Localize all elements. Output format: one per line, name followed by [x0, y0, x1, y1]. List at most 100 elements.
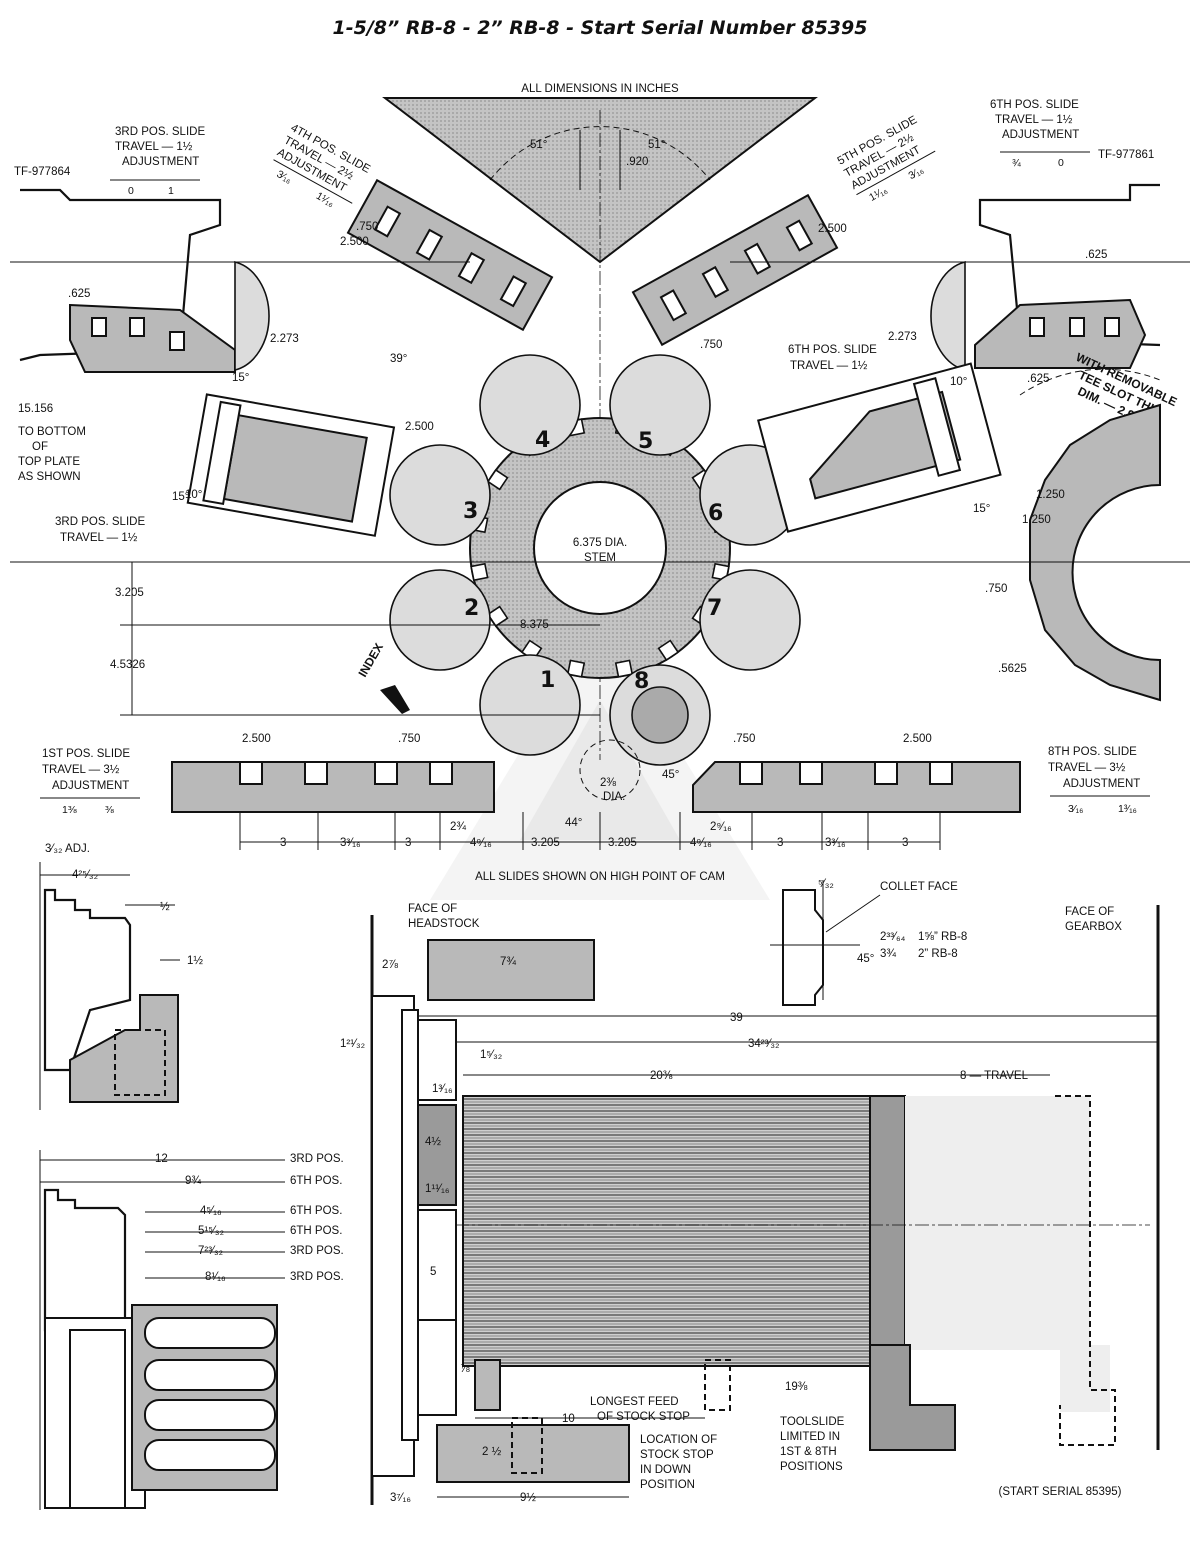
dim-2500-1st: 2.500: [242, 733, 271, 745]
svg-text:4⁹⁄₁₆: 4⁹⁄₁₆: [690, 837, 712, 849]
svg-text:6TH POS.: 6TH POS.: [290, 1205, 342, 1217]
dim-2273-6th: 2.273: [888, 331, 917, 343]
turret-tee-slot: [486, 605, 509, 628]
dim-1250-a: 1.250: [1036, 489, 1065, 501]
svg-text:1ST POS. SLIDE: 1ST POS. SLIDE: [42, 748, 130, 760]
svg-text:3¾: 3¾: [880, 948, 896, 960]
angle-51-left: 51°: [530, 139, 547, 151]
svg-text:3RD POS.: 3RD POS.: [290, 1271, 344, 1283]
svg-text:GEARBOX: GEARBOX: [1065, 921, 1122, 933]
svg-text:4⁵⁄₁₆: 4⁵⁄₁₆: [200, 1205, 222, 1217]
index-label: INDEX: [355, 641, 385, 680]
angle-10-left: 10°: [185, 489, 202, 501]
turret-tee-slot: [470, 562, 489, 582]
right-turret-partial: 1.250 1.250 .750 .5625: [985, 368, 1161, 702]
svg-text:1³⁄₁₆: 1³⁄₁₆: [1118, 803, 1137, 815]
svg-text:FACE OF: FACE OF: [1065, 906, 1114, 918]
dim-2500-8th: 2.500: [903, 733, 932, 745]
spindle-num-1: 1: [540, 668, 555, 693]
angle-15-left: 15°: [172, 491, 189, 503]
svg-text:AS SHOWN: AS SHOWN: [18, 471, 81, 483]
svg-text:TRAVEL — 3½: TRAVEL — 3½: [1048, 762, 1126, 774]
stem-label: STEM: [584, 552, 616, 564]
dim-625-6th: .625: [1085, 249, 1107, 261]
dia-label: DIA.: [603, 791, 625, 803]
svg-text:1²¹⁄₃₂: 1²¹⁄₃₂: [340, 1038, 365, 1050]
svg-text:3: 3: [777, 837, 783, 849]
spindle-num-3: 3: [463, 499, 478, 524]
dim-750-8th: .750: [733, 733, 755, 745]
collet-face-detail: COLLET FACE ⁵⁄₃₂ 2³³⁄₆₄ 3¾ 1⅝” RB-8 2” R…: [770, 878, 967, 1006]
svg-text:39: 39: [730, 1012, 743, 1024]
dim-750-5th: .750: [700, 339, 722, 351]
svg-text:45°: 45°: [857, 953, 874, 965]
slide-3rd-position-top: 3RD POS. SLIDE TRAVEL — 1½ ADJUSTMENT 0 …: [10, 126, 470, 384]
svg-text:3: 3: [280, 837, 286, 849]
turret-tee-slot: [566, 659, 586, 678]
slide-5th-position: 5TH POS. SLIDE TRAVEL — 2½ ADJUSTMENT 1¹…: [631, 114, 936, 351]
svg-text:LONGEST FEED: LONGEST FEED: [590, 1396, 679, 1408]
svg-text:TF-977861: TF-977861: [1098, 149, 1154, 161]
svg-text:3⁄₁₆: 3⁄₁₆: [907, 164, 926, 182]
svg-text:COLLET FACE: COLLET FACE: [880, 881, 958, 893]
spindle-5: [609, 354, 711, 456]
angle-51-right: 51°: [648, 139, 665, 151]
spindle-2: [389, 569, 491, 671]
svg-text:7¾: 7¾: [500, 956, 516, 968]
svg-text:⅞: ⅞: [460, 1363, 470, 1375]
svg-text:⁵⁄₃₂: ⁵⁄₃₂: [818, 878, 834, 890]
lower-left-elevation: 12 9¾ 4⁵⁄₁₆ 5¹⁵⁄₃₂ 7²³⁄₃₂ 8¹⁄₁₆ 3RD POS.…: [39, 1150, 344, 1510]
svg-text:1½: 1½: [187, 955, 203, 967]
header-note: ALL DIMENSIONS IN INCHES: [521, 83, 679, 95]
dim-625-6th-b: .625: [1027, 373, 1049, 385]
svg-text:TOP PLATE: TOP PLATE: [18, 456, 80, 468]
svg-text:1: 1: [168, 185, 174, 197]
slide-8th-position: .750 2.500 8TH POS. SLIDE TRAVEL — 3½ AD…: [692, 733, 1150, 815]
svg-text:IN DOWN: IN DOWN: [640, 1464, 691, 1476]
svg-text:TRAVEL — 1½: TRAVEL — 1½: [60, 532, 138, 544]
dim-750-4th: .750: [356, 221, 378, 233]
spindle-num-8: 8: [634, 669, 649, 694]
main-elevation: FACE OF HEADSTOCK FACE OF GEARBOX 7¾ 2⅞ …: [340, 903, 1160, 1505]
spindle-num-2: 2: [464, 596, 479, 621]
svg-text:2⁹⁄₁₆: 2⁹⁄₁₆: [710, 821, 732, 833]
svg-text:19⅜: 19⅜: [785, 1381, 808, 1393]
svg-text:¾: ¾: [1012, 157, 1021, 169]
svg-text:4²⁵⁄₃₂: 4²⁵⁄₃₂: [72, 869, 98, 881]
slide-1st-position: 2.500 .750 1ST POS. SLIDE TRAVEL — 3½ AD…: [40, 733, 495, 816]
svg-text:TO BOTTOM: TO BOTTOM: [18, 426, 86, 438]
dim-920: .920: [626, 156, 648, 168]
turret-tee-slot: [614, 659, 634, 678]
bottom-dim-chain: 3 3³⁄₁₆ 3 4⁹⁄₁₆ 3.205 3.205 4⁹⁄₁₆ 3 3³⁄₁…: [239, 812, 941, 850]
svg-text:0: 0: [128, 185, 134, 197]
svg-text:TRAVEL — 1½: TRAVEL — 1½: [115, 141, 193, 153]
svg-text:15.156: 15.156: [18, 403, 53, 415]
spindle-1: [479, 654, 581, 756]
svg-text:LIMITED IN: LIMITED IN: [780, 1431, 840, 1443]
svg-text:TRAVEL — 1½: TRAVEL — 1½: [995, 114, 1073, 126]
svg-text:5: 5: [430, 1266, 436, 1278]
dim-750-right: .750: [985, 583, 1007, 595]
slide-3rd-position-mid: 15° 10° 3RD POS. SLIDE TRAVEL — 1½: [55, 393, 396, 544]
svg-text:TRAVEL — 1½: TRAVEL — 1½: [790, 360, 868, 372]
slide-6th-position-mid: 6TH POS. SLIDE TRAVEL — 1½ 10° 15°: [756, 344, 1002, 533]
svg-text:3: 3: [405, 837, 411, 849]
svg-text:OF STOCK STOP: OF STOCK STOP: [597, 1411, 690, 1423]
angle-15-right: 15°: [973, 503, 990, 515]
svg-text:3⁄₃₂ ADJ.: 3⁄₃₂ ADJ.: [45, 843, 90, 855]
svg-text:TF-977864: TF-977864: [14, 166, 71, 178]
turret-tee-slot: [486, 468, 509, 491]
svg-text:OF: OF: [32, 441, 48, 453]
dim-2273-3rd: 2.273: [270, 333, 299, 345]
svg-text:2⅞: 2⅞: [382, 959, 398, 971]
svg-text:POSITIONS: POSITIONS: [780, 1461, 843, 1473]
svg-text:HEADSTOCK: HEADSTOCK: [408, 918, 480, 930]
svg-text:3⁄₁₆: 3⁄₁₆: [275, 168, 294, 186]
svg-text:34²³⁄₃₂: 34²³⁄₃₂: [748, 1038, 780, 1050]
upper-left-elevation: 3⁄₃₂ ADJ. 4²⁵⁄₃₂ ½ 1½: [39, 843, 203, 1110]
svg-text:1⁵⁄₃₂: 1⁵⁄₃₂: [480, 1049, 502, 1061]
svg-text:ADJUSTMENT: ADJUSTMENT: [52, 780, 129, 792]
svg-text:TRAVEL — 3½: TRAVEL — 3½: [42, 764, 120, 776]
svg-text:2³³⁄₆₄: 2³³⁄₆₄: [880, 931, 906, 943]
